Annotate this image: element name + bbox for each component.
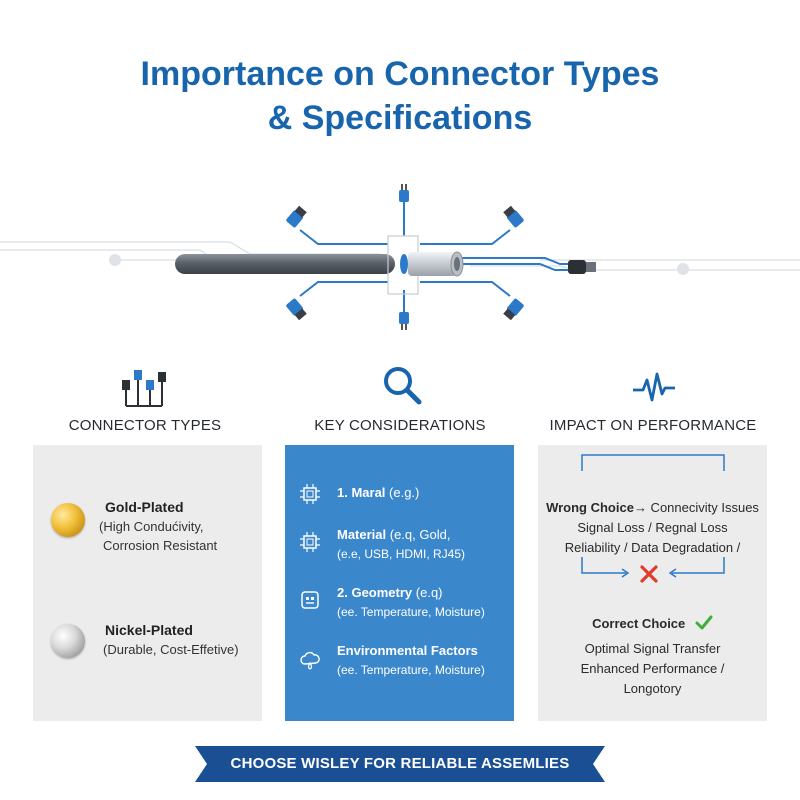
port-icon [301, 591, 319, 609]
cable-body [175, 254, 395, 274]
left-return-arrow [581, 557, 626, 574]
impact-brackets [581, 454, 725, 578]
x-cross-icon [640, 565, 658, 583]
wrong-choice-line-1-rest: → Connecivity Issues [633, 500, 759, 515]
consideration-2-rest: (e.q, Gold, [386, 527, 451, 542]
heading-key-considerations: KEY CONSIDERATIONS [314, 417, 486, 434]
right-return-arrow [672, 557, 725, 574]
node-dot-left [109, 254, 121, 266]
consideration-3-rest: (e.q) [412, 585, 443, 600]
consideration-1-text: 1. Maral (e.g.) [337, 485, 419, 500]
item-gold-plated: Gold-Plated (High Condućivity, Corrosion… [33, 495, 262, 565]
panel-connector-types: Gold-Plated (High Condućivity, Corrosion… [33, 445, 262, 721]
ferrule-opening [454, 257, 460, 271]
panel-impact: Wrong Choice→ Connecivity Issues Signal … [538, 445, 767, 721]
correct-choice-heading: Correct Choice [538, 615, 767, 631]
consideration-3-text: 2. Geometry (e.q) [337, 585, 443, 600]
heading-connector-types: CONNECTOR TYPES [68, 417, 222, 434]
consideration-4-bold: Environmental Factors [337, 643, 478, 658]
consideration-3-bold: 2. Geometry [337, 585, 413, 600]
node-dot-right [677, 263, 689, 275]
gold-plated-desc-1: (High Condućivity, [99, 519, 204, 534]
wrong-choice-label: Wrong Choice [546, 500, 634, 515]
ferrule [408, 252, 456, 276]
wrong-choice-line-1: Wrong Choice→ Connecivity Issues [538, 500, 767, 515]
nickel-plated-name: Nickel-Plated [105, 622, 193, 638]
plug-cables-icon [122, 370, 166, 407]
cloud-drop-icon [300, 651, 320, 670]
consideration-1-rest: (e.g.) [385, 485, 420, 500]
top-bracket [581, 454, 725, 471]
wrong-choice-line-2: Signal Loss / Regnal Loss [577, 520, 728, 535]
wrong-choice-line-3: Reliability / Data Degradation / [564, 540, 741, 555]
item-nickel-plated: Nickel-Plated (Durable, Cost-Effetive) [33, 618, 262, 688]
cable-shield-ring [400, 254, 408, 274]
connector-top-right-icon [503, 205, 524, 228]
consideration-2-bold: Material [337, 527, 387, 542]
usb-plug-icon [568, 260, 596, 274]
blue-wires [299, 202, 570, 318]
nickel-coin-icon [51, 624, 85, 658]
chip-icon [300, 484, 320, 504]
page-title: Importance on Connector Types & Specific… [0, 52, 800, 140]
connector-top-icon [399, 184, 409, 202]
check-icon [695, 615, 713, 630]
cta-banner-text: CHOOSE WISLEY FOR RELIABLE ASSEMLIES [230, 755, 570, 772]
pulse-icon [633, 372, 675, 402]
connector-bottom-right-icon [503, 298, 524, 321]
consideration-4-sub: (ee. Temperature, Moisture) [337, 663, 485, 677]
gold-coin-icon [51, 503, 85, 537]
cta-banner [195, 746, 605, 782]
consideration-4-text: Environmental Factors [337, 643, 478, 658]
connector-bottom-left-icon [286, 298, 307, 321]
connector-bottom-icon [399, 312, 409, 330]
correct-choice-line-3: Longotory [623, 681, 682, 696]
cable-assembly-illustration [0, 184, 800, 330]
consideration-1-bold: 1. Maral [337, 485, 386, 500]
heading-impact: IMPACT ON PERFORMANCE [549, 417, 757, 434]
consideration-2-sub: (e.e, USB, HDMI, RJ45) [337, 547, 466, 561]
connector-top-left-icon [286, 205, 307, 228]
gold-plated-desc-2: Corrosion Resistant [103, 538, 218, 553]
consideration-2-text: Material (e.q, Gold, [337, 527, 450, 542]
title-line-2: & Specifications [267, 99, 533, 137]
correct-choice-line-1: Optimal Signal Transfer [584, 641, 721, 656]
panel-key-considerations: 1. Maral (e.g.) Material (e.q, Gold, (e.… [285, 445, 514, 721]
nickel-plated-desc: (Durable, Cost-Effetive) [103, 642, 239, 657]
correct-choice-label: Correct Choice [592, 616, 686, 631]
chip-icon [300, 532, 320, 552]
consideration-3-sub: (ee. Temperature, Moisture) [337, 605, 485, 619]
gold-plated-name: Gold-Plated [105, 499, 184, 515]
title-line-1: Importance on Connector Types [140, 55, 660, 93]
magnifier-icon [384, 367, 422, 405]
correct-choice-line-2: Enhanced Performance / [580, 661, 725, 676]
